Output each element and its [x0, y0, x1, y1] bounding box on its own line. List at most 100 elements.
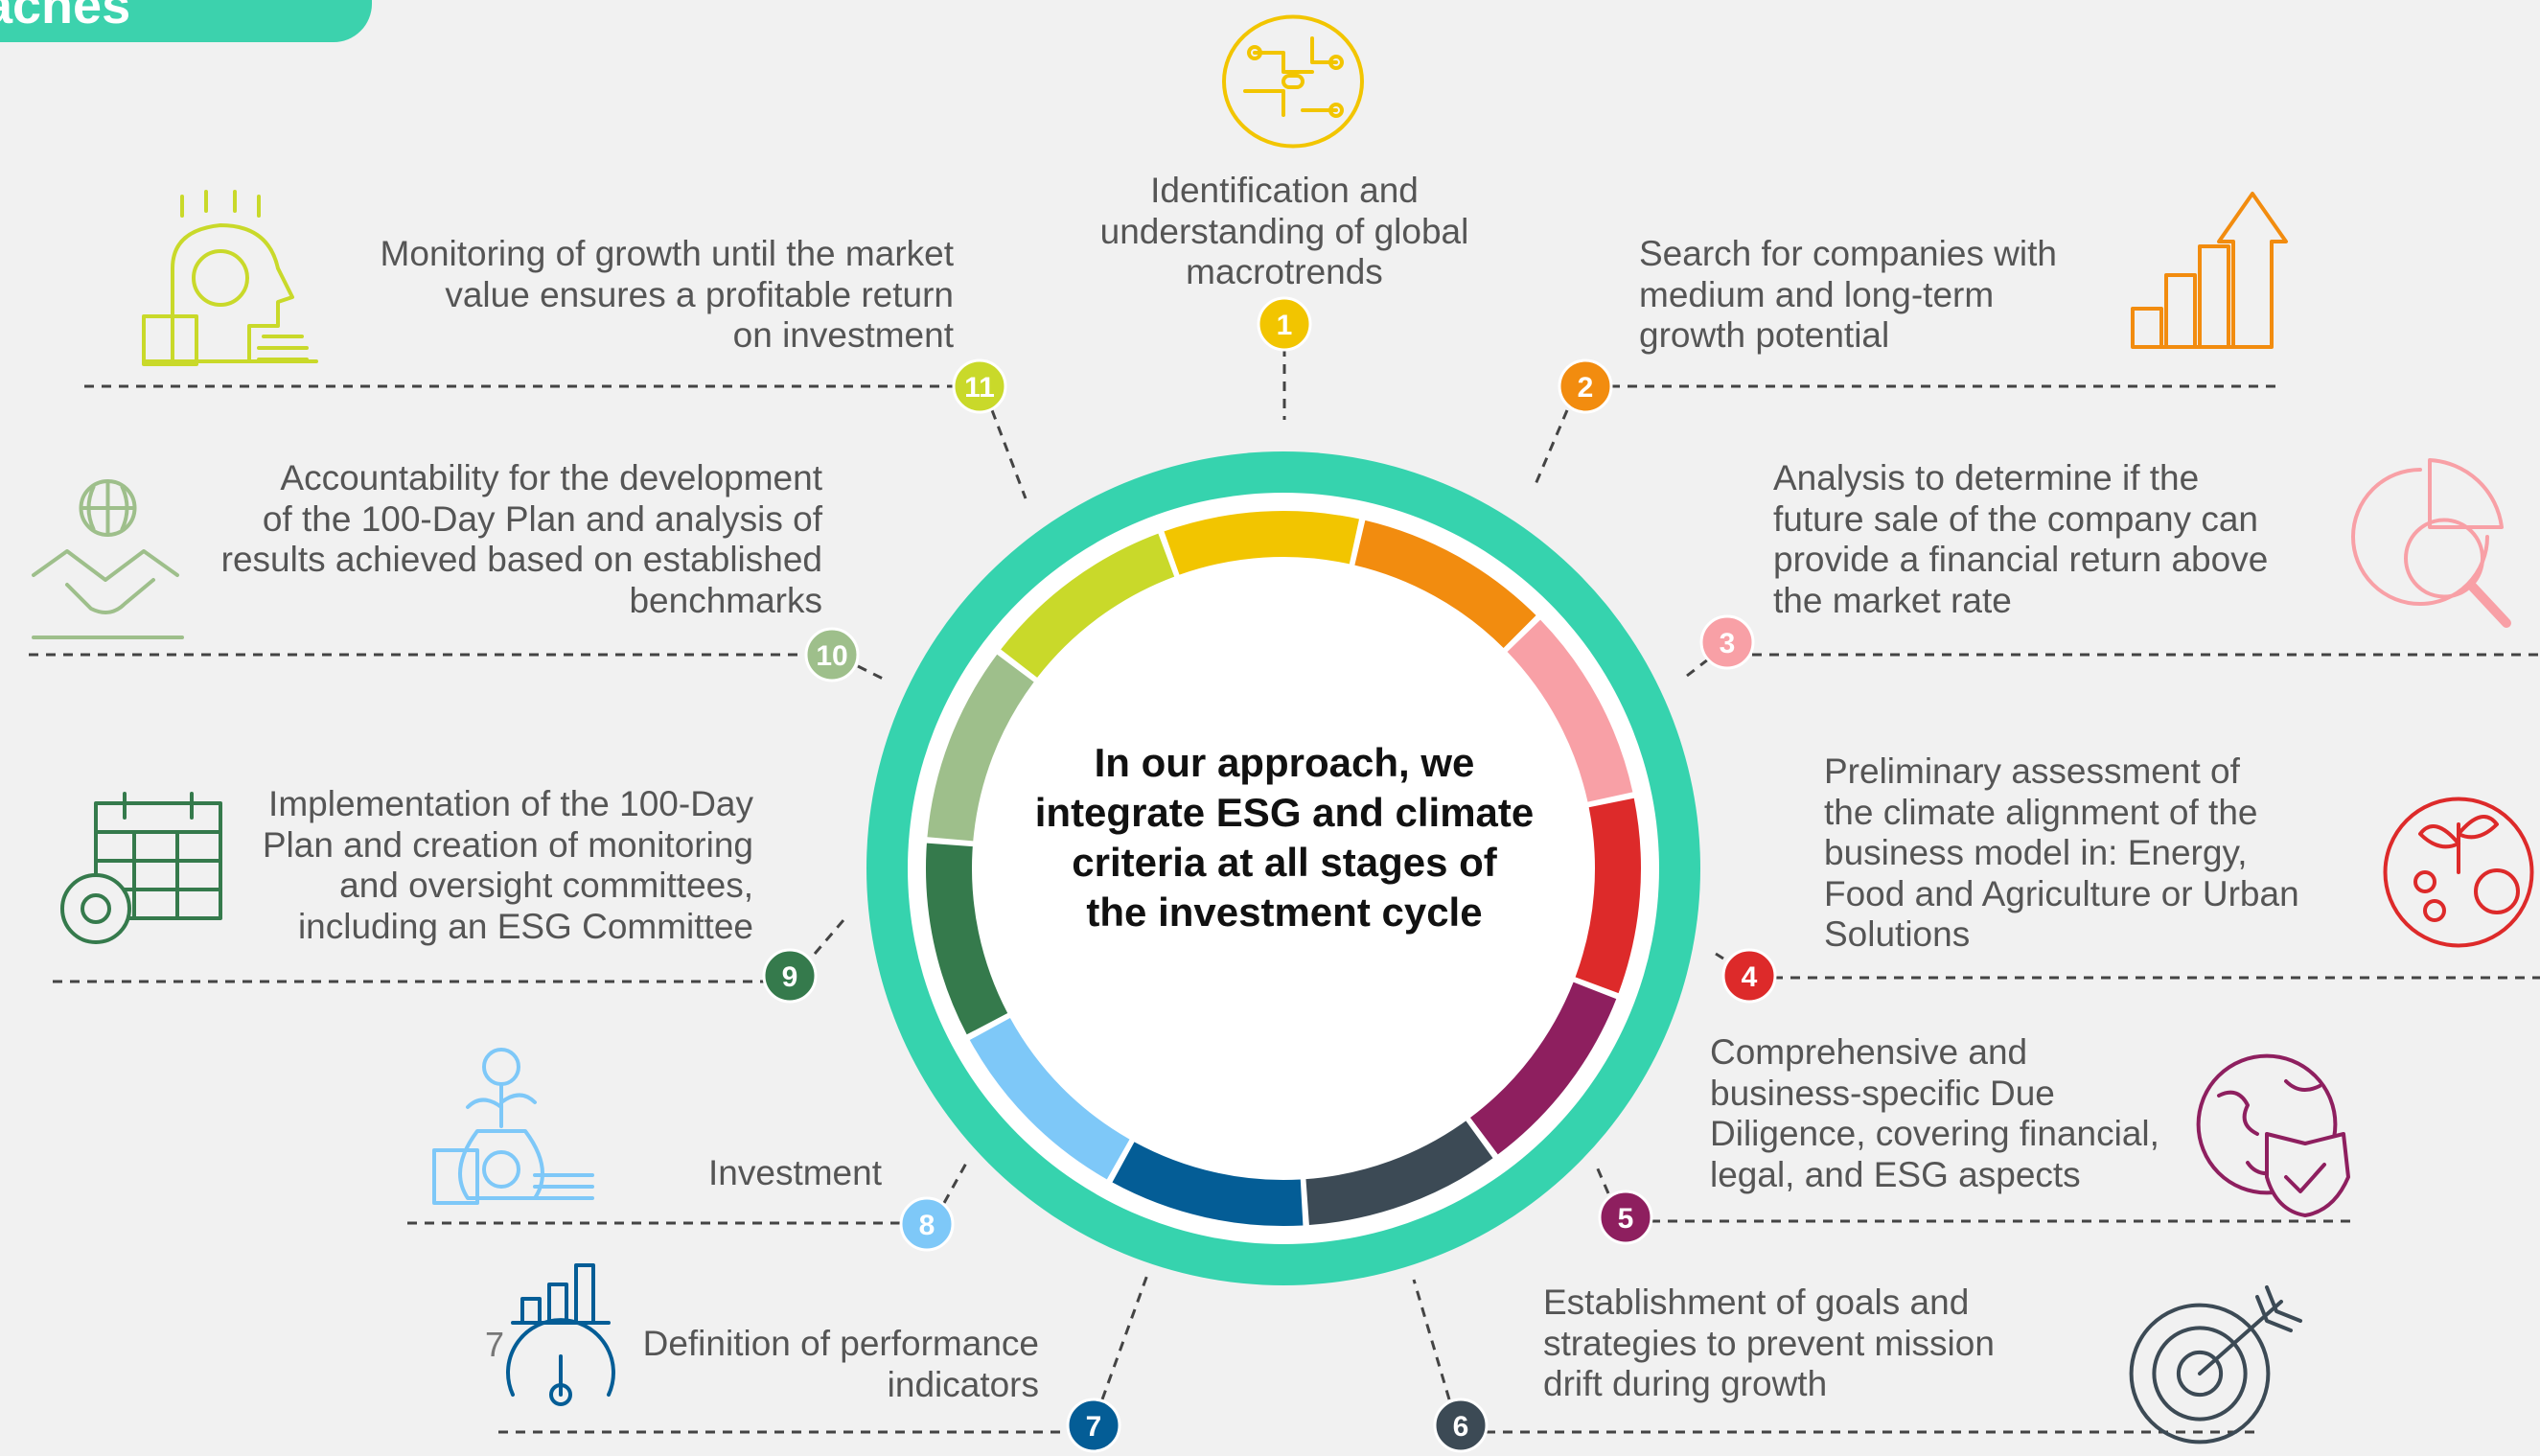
step-number-5: 5 — [1618, 1203, 1634, 1235]
pie-chart-magnifier-icon — [2351, 458, 2511, 628]
step-number-9: 9 — [782, 961, 798, 993]
step-number-6: 6 — [1453, 1411, 1469, 1443]
segment-9 — [926, 843, 1008, 1035]
stage-label-line: indicators — [887, 1364, 1039, 1404]
stage-label-line: macrotrends — [1186, 252, 1383, 291]
step-number-4: 4 — [1742, 961, 1758, 993]
step-badge-3 — [1699, 614, 1755, 670]
handshake-globe-icon — [32, 479, 184, 639]
stage-label-line: Plan and creation of monitoring — [262, 824, 753, 865]
segment-8 — [969, 1017, 1130, 1180]
stage-label-line: and oversight committees, — [339, 866, 753, 905]
step-number-8: 8 — [919, 1210, 935, 1241]
stage-label-line: Implementation of the 100-Day — [268, 784, 753, 823]
step-badge-1 — [1257, 296, 1312, 352]
stage-label-line: Comprehensive and — [1710, 1032, 2028, 1072]
target-arrow-icon — [2129, 1285, 2302, 1444]
step-badge-5 — [1598, 1190, 1653, 1245]
stage-label-line: business model in: Energy, — [1824, 833, 2248, 872]
connector-6 — [1412, 1279, 1451, 1400]
stage-label-line: the climate alignment of the — [1824, 792, 2258, 832]
segment-4 — [1575, 797, 1641, 994]
step-badge-8 — [899, 1196, 955, 1252]
stage-label-line: growth potential — [1639, 315, 1890, 355]
stage-label-line: provide a financial return above — [1773, 540, 2269, 579]
segment-10 — [927, 654, 1034, 842]
segment-2 — [1354, 520, 1536, 649]
step-badge-7 — [1066, 1398, 1121, 1453]
stage-label-line: Identification and — [1150, 171, 1419, 210]
money-bag-plant-icon — [432, 1048, 594, 1205]
segment-6 — [1305, 1121, 1493, 1226]
step-number-3: 3 — [1720, 628, 1736, 659]
gauge-chart-icon — [506, 1263, 615, 1406]
globe-shield-icon — [2196, 1053, 2350, 1217]
stage-label-line: legal, and ESG aspects — [1710, 1154, 2081, 1194]
head-coin-growth-icon — [142, 190, 318, 366]
circuit-brain-icon — [1222, 14, 1364, 149]
step-number-7: 7 — [1086, 1411, 1102, 1443]
center-line: integrate ESG and climate — [1034, 790, 1535, 835]
step-badge-10 — [804, 627, 860, 682]
stage-label-line: Establishment of goals and — [1543, 1283, 1970, 1322]
stage-label-line: on investment — [732, 315, 954, 355]
stage-label-line: Diligence, covering financial, — [1710, 1114, 2159, 1153]
stage-label-line: the market rate — [1773, 580, 2012, 620]
stage-label-line: Definition of performance — [642, 1324, 1039, 1363]
plant-gear-people-icon — [2383, 797, 2534, 948]
connector-11 — [990, 409, 1028, 499]
stage-label-line: drift during growth — [1543, 1364, 1828, 1403]
center-line: In our approach, we — [1094, 740, 1475, 785]
segment-5 — [1469, 982, 1617, 1155]
stage-label-line: future sale of the company can — [1773, 498, 2258, 539]
stage-label-line: medium and long-term — [1639, 274, 1995, 314]
stage-label-line: Preliminary assessment of — [1824, 751, 2240, 791]
segment-1 — [1164, 511, 1359, 575]
connector-9 — [813, 919, 845, 955]
step-number-2: 2 — [1578, 372, 1594, 404]
segment-7 — [1112, 1142, 1304, 1226]
growth-bars-arrow-icon — [2131, 192, 2288, 349]
stage-label-line: Monitoring of growth until the market — [380, 234, 954, 273]
connector-2 — [1532, 409, 1569, 490]
step-badge-2 — [1558, 358, 1613, 414]
calendar-gear-icon — [60, 792, 222, 944]
step-number-1: 1 — [1277, 310, 1293, 341]
step-number-10: 10 — [816, 640, 847, 672]
stage-label-line: Solutions — [1824, 914, 1971, 954]
center-line: the investment cycle — [1086, 890, 1483, 935]
center-line: criteria at all stages of — [1072, 840, 1497, 885]
step-badge-9 — [762, 948, 818, 1004]
stray-label: 7 — [485, 1325, 505, 1364]
stage-label-line: results achieved based on established — [220, 540, 822, 579]
stage-label-line: benchmarks — [629, 580, 822, 620]
connector-4 — [1715, 952, 1724, 960]
stage-label-line: Food and Agriculture or Urban — [1824, 873, 2299, 913]
stage-label-line: Accountability for the development — [280, 458, 822, 497]
connector-8 — [942, 1159, 970, 1204]
connector-3 — [1686, 658, 1709, 678]
header-tab-label: oaches — [0, 0, 131, 35]
center-statement: In our approach, we integrate ESG and cl… — [997, 738, 1572, 937]
stage-label-line: strategies to prevent mission — [1543, 1323, 1995, 1363]
center-disc — [979, 564, 1588, 1173]
segment-11 — [1001, 533, 1175, 678]
stage-label-line: of the 100-Day Plan and analysis of — [262, 498, 822, 539]
stage-label-line: Search for companies with — [1639, 234, 2057, 273]
step-badge-4 — [1721, 948, 1777, 1004]
connector-5 — [1594, 1164, 1610, 1194]
stage-label-8: Investment — [479, 1153, 882, 1194]
stage-label-line: including an ESG Committee — [297, 906, 753, 946]
stage-label-line: understanding of global — [1099, 211, 1469, 251]
